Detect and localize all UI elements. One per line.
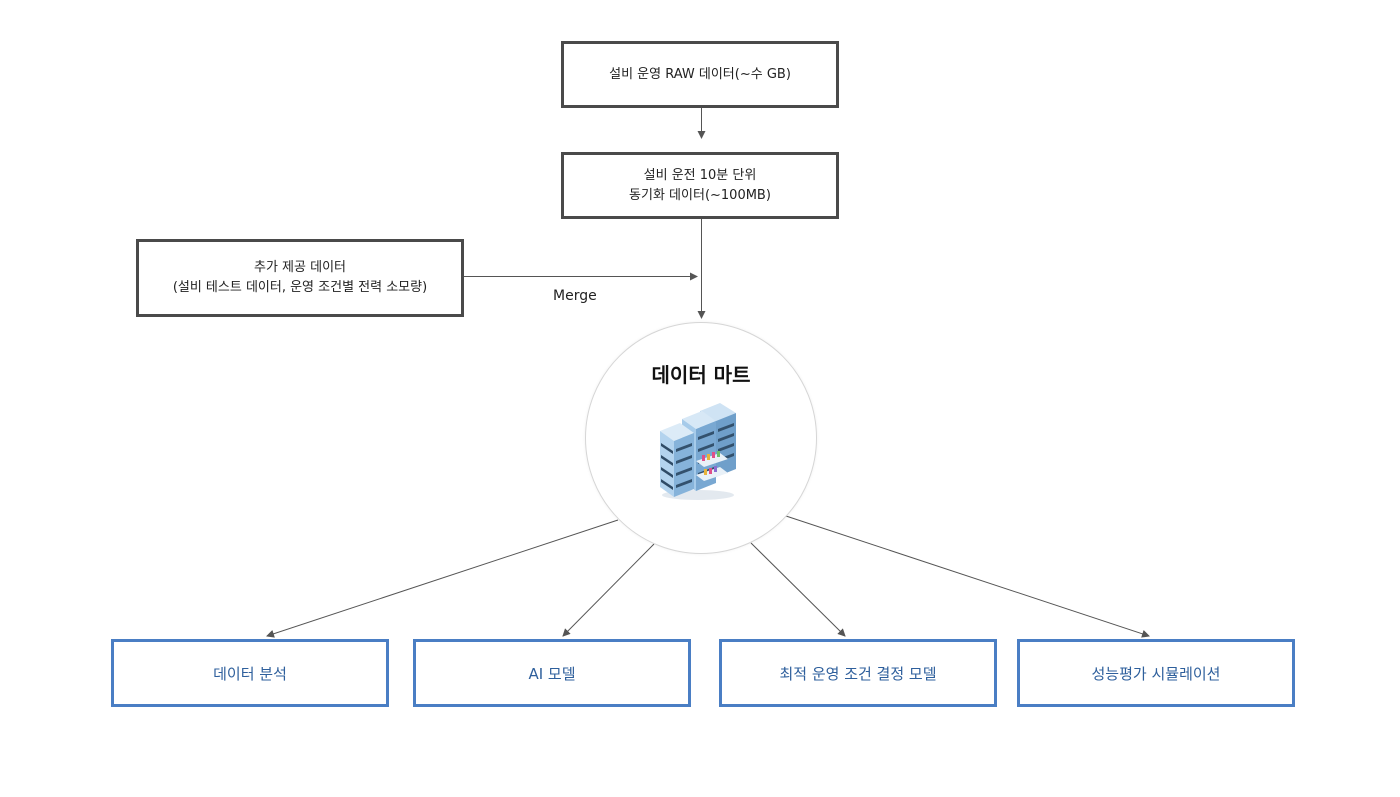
arrow-mart-to-simulation: [785, 515, 1150, 638]
arrow-mart-to-ai-model: [562, 543, 655, 637]
server-rack-icon: [660, 403, 736, 500]
raw-data-box: 설비 운영 RAW 데이터(~수 GB): [561, 41, 839, 108]
output-performance-simulation-label: 성능평가 시뮬레이션: [1091, 664, 1221, 683]
output-performance-simulation: 성능평가 시뮬레이션: [1017, 639, 1295, 707]
output-data-analysis: 데이터 분석: [111, 639, 389, 707]
output-optimal-operation-model: 최적 운영 조건 결정 모델: [719, 639, 997, 707]
extra-data-label-line2: (설비 테스트 데이터, 운영 조건별 전력 소모량): [172, 280, 428, 295]
output-data-analysis-label: 데이터 분석: [213, 664, 287, 683]
output-ai-model-label: AI 모델: [528, 664, 576, 683]
sync-data-box: 설비 운전 10분 단위 동기화 데이터(~100MB): [561, 152, 839, 219]
arrow-mart-to-optimal-model: [750, 542, 846, 637]
sync-data-label-line2: 동기화 데이터(~100MB): [629, 187, 771, 203]
output-optimal-operation-model-label: 최적 운영 조건 결정 모델: [779, 664, 937, 683]
merge-label: Merge: [553, 288, 597, 304]
extra-data-label-line1: 추가 제공 데이터: [254, 260, 346, 275]
raw-data-label: 설비 운영 RAW 데이터(~수 GB): [609, 66, 791, 82]
arrow-mart-to-analysis: [266, 519, 619, 638]
output-ai-model: AI 모델: [413, 639, 691, 707]
extra-data-box: 추가 제공 데이터 (설비 테스트 데이터, 운영 조건별 전력 소모량): [136, 239, 464, 317]
sync-data-label-line1: 설비 운전 10분 단위: [643, 167, 757, 183]
data-mart-node: 데이터 마트: [585, 322, 817, 554]
data-mart-title: 데이터 마트: [651, 363, 751, 387]
